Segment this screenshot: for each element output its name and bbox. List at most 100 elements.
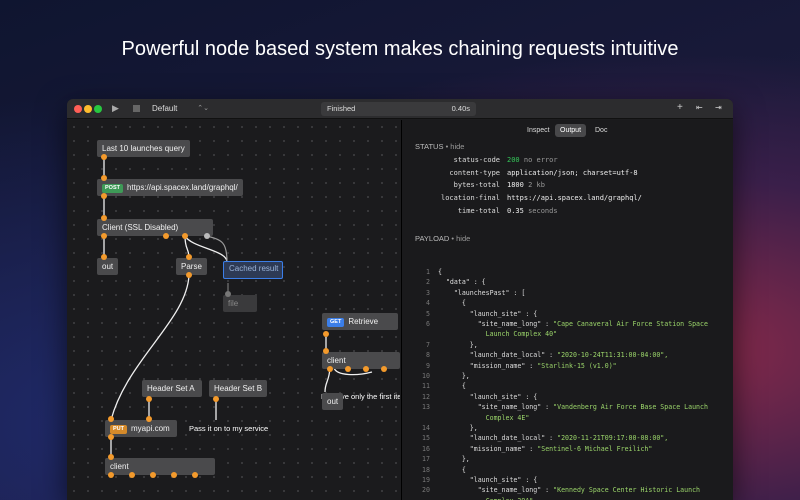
status-value-text: 200 [507, 156, 520, 164]
node-port[interactable] [101, 154, 107, 160]
code-line: }, [438, 455, 470, 464]
node-port[interactable] [101, 193, 107, 199]
line-number: 13 [422, 403, 430, 412]
node-port[interactable] [101, 175, 107, 181]
status-key-text: time-total [457, 206, 500, 215]
play-icon[interactable]: ▶ [112, 103, 119, 113]
node-port[interactable] [345, 366, 351, 372]
node-port[interactable] [146, 396, 152, 402]
line-number: 20 [422, 486, 430, 495]
node-port[interactable] [101, 215, 107, 221]
node-port[interactable] [204, 233, 210, 239]
code-line: }, [438, 424, 478, 432]
status-bar: Finished 0.40s [321, 102, 476, 116]
tab-doc[interactable]: Doc [595, 127, 608, 134]
node-port[interactable] [108, 416, 114, 422]
status-value-note: 2 kb [523, 181, 545, 190]
line-number: 18 [422, 465, 430, 474]
node-port[interactable] [129, 472, 135, 478]
node-port[interactable] [381, 366, 387, 372]
payload-hide-link[interactable]: • hide [451, 234, 471, 243]
tab-output[interactable]: Output [555, 124, 587, 137]
app-window: ▶ Default ⌃⌄ Finished 0.40s + ⇤ ⇥ [67, 99, 733, 500]
node-port[interactable] [323, 348, 329, 354]
status-value-text: 0.35 [507, 206, 524, 215]
inspector-panel: Inspect Output Doc STATUS • hide status-… [401, 120, 733, 500]
node-port[interactable] [186, 254, 192, 260]
line-number: 10 [422, 372, 430, 380]
stop-icon[interactable] [133, 105, 140, 112]
node-port[interactable] [163, 233, 169, 239]
node-file[interactable]: file [223, 295, 257, 312]
code-line: "mission_name" : "Starlink-15 (v1.0)" [438, 361, 617, 370]
node-cached-result[interactable]: Cached result [223, 261, 283, 279]
node-port[interactable] [171, 472, 177, 478]
line-number: 4 [426, 299, 430, 308]
node-out-2[interactable]: out [322, 393, 344, 410]
code-line: "site_name_long" : "Vandenberg Air Force… [438, 403, 708, 412]
minimize-window-button[interactable] [84, 105, 92, 113]
plus-icon[interactable]: + [677, 102, 683, 113]
node-port[interactable] [182, 233, 188, 239]
node-port[interactable] [108, 454, 114, 460]
node-client-2[interactable]: client [322, 352, 400, 369]
code-line: "launch_site" : { [438, 392, 538, 401]
status-value-note: no error [519, 156, 558, 164]
status-hide-link[interactable]: • hide [445, 142, 465, 151]
node-port[interactable] [363, 366, 369, 372]
code-line: "data" : { [438, 278, 486, 287]
code-line: }, [438, 340, 478, 349]
status-value-text: https://api.spacex.land/graphql/ [507, 194, 642, 203]
node-parse[interactable]: Parse [176, 258, 207, 275]
status-text: Finished [327, 104, 356, 113]
node-port[interactable] [327, 366, 333, 372]
get-method-badge: GET [327, 318, 345, 327]
close-window-button[interactable] [74, 105, 82, 113]
code-line: Complex 4E" [438, 413, 530, 422]
code-line: }, [438, 372, 470, 380]
node-header-set-a[interactable]: Header Set A [142, 380, 202, 397]
wire [206, 235, 228, 263]
line-number: 15 [422, 434, 430, 443]
code-line: "launch_site" : { [438, 309, 538, 318]
collapse-right-icon[interactable]: ⇥ [715, 103, 722, 112]
line-number: 17 [422, 455, 430, 464]
node-port[interactable] [108, 472, 114, 478]
annotation-retrieve-first: Retrieve only the first ite [321, 392, 400, 401]
node-port[interactable] [108, 434, 114, 440]
node-port[interactable] [101, 254, 107, 260]
node-port[interactable] [323, 331, 329, 337]
tab-inspect[interactable]: Inspect [527, 127, 550, 134]
status-key-text: bytes-total [453, 181, 500, 190]
node-port[interactable] [225, 291, 231, 297]
node-client-ssl-disabled[interactable]: Client (SSL Disabled) [97, 219, 213, 236]
code-line: "site_name_long" : "Cape Canaveral Air F… [438, 320, 708, 328]
zoom-window-button[interactable] [94, 105, 102, 113]
node-port[interactable] [213, 396, 219, 402]
code-line: "launch_site" : { [438, 476, 538, 484]
line-number: 7 [426, 340, 430, 349]
payload-section-title: PAYLOAD • hide [415, 234, 470, 243]
node-last-10-launches[interactable]: Last 10 launches query [97, 140, 190, 157]
node-out[interactable]: out [97, 258, 119, 275]
collapse-left-icon[interactable]: ⇤ [696, 103, 703, 112]
line-number: 12 [422, 392, 430, 401]
wire [184, 235, 228, 263]
node-port[interactable] [150, 472, 156, 478]
post-method-badge: POST [102, 184, 123, 193]
node-header-set-b[interactable]: Header Set B [209, 380, 267, 397]
code-line: "launch_date_local" : "2020-11-21T09:17:… [438, 434, 669, 443]
headline: Powerful node based system makes chainin… [121, 38, 679, 60]
line-number: 11 [422, 382, 430, 391]
annotation-pass-on: Pass it on to my service [189, 424, 269, 433]
node-port[interactable] [146, 416, 152, 422]
environment-select[interactable]: Default ⌃⌄ [149, 102, 209, 115]
node-port[interactable] [101, 233, 107, 239]
node-port[interactable] [192, 472, 198, 478]
node-port[interactable] [186, 272, 192, 278]
node-client-3[interactable]: client [105, 458, 215, 475]
